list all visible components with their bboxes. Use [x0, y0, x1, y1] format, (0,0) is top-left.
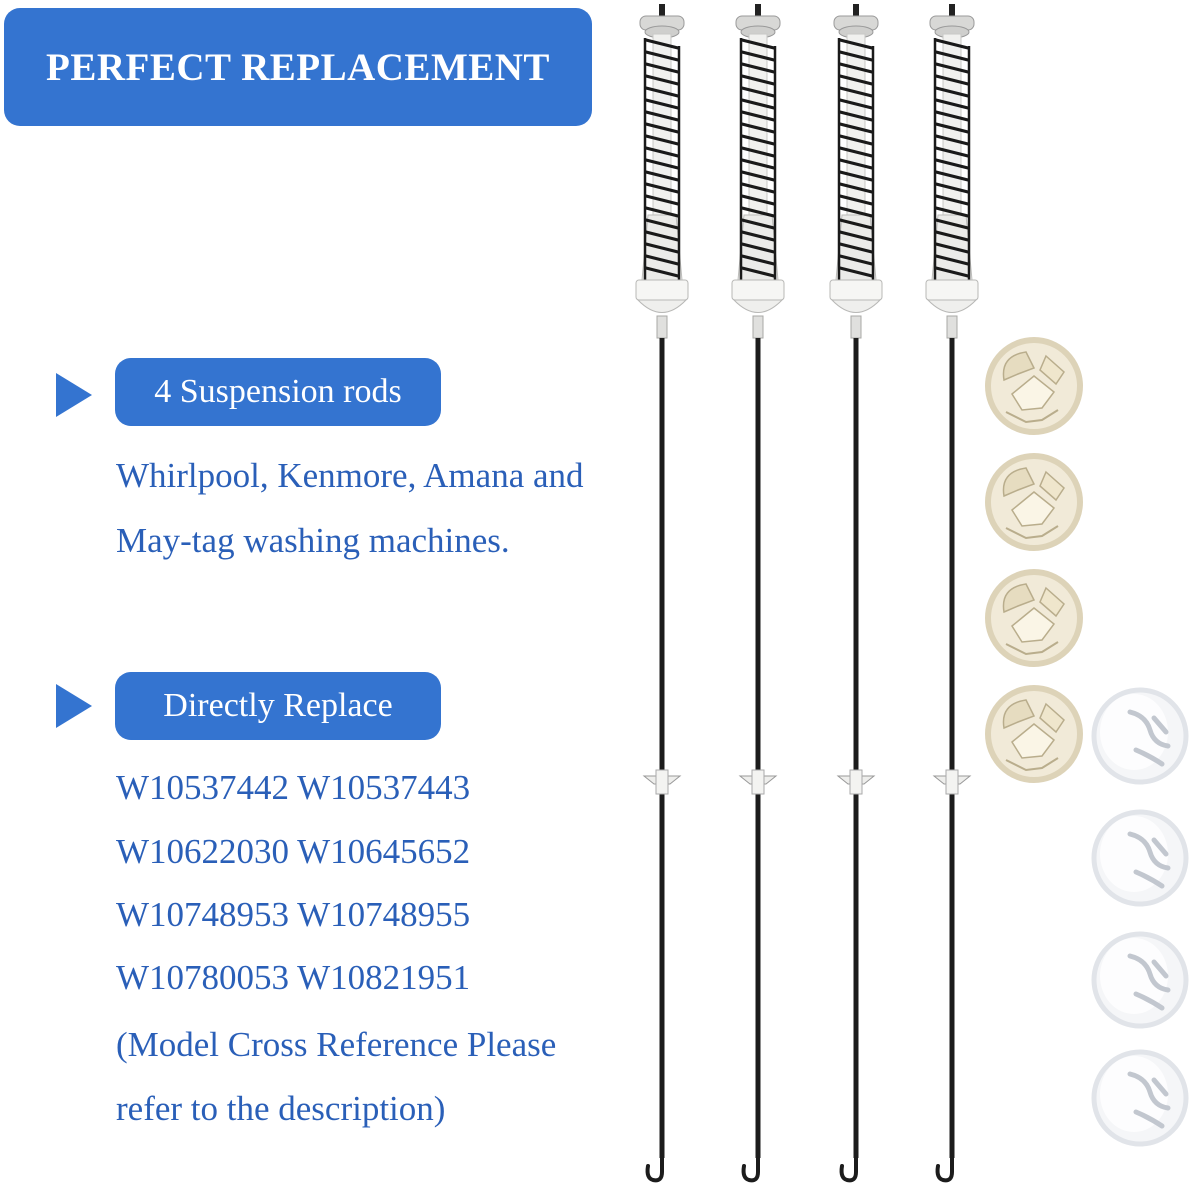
title-banner-label: PERFECT REPLACEMENT — [46, 45, 550, 89]
product-illustration — [634, 2, 1200, 1183]
suspension-rod-icon — [828, 2, 884, 1183]
part-numbers-line-1: W10537442 W10537443 — [116, 768, 471, 807]
damper-icon — [988, 688, 1080, 780]
suspension-rods-badge-label: 4 Suspension rods — [154, 373, 402, 410]
compatibility-line-2: May-tag washing machines. — [116, 521, 510, 560]
directly-replace-badge: Directly Replace — [115, 672, 441, 740]
cap-icon — [1094, 690, 1186, 782]
compatibility-line-1: Whirlpool, Kenmore, Amana and — [116, 456, 584, 495]
cap-icon — [1094, 934, 1186, 1026]
part-numbers-line-3: W10748953 W10748955 — [116, 895, 471, 934]
suspension-rod-icon — [634, 2, 690, 1183]
play-arrow-icon — [56, 684, 92, 728]
damper-icon — [988, 456, 1080, 548]
suspension-rods-badge: 4 Suspension rods — [115, 358, 441, 426]
damper-icon — [988, 572, 1080, 664]
cross-reference-line-2: refer to the description) — [116, 1089, 446, 1128]
directly-replace-badge-label: Directly Replace — [163, 687, 393, 724]
cross-reference-line-1: (Model Cross Reference Please — [116, 1025, 557, 1064]
suspension-rod-icon — [924, 2, 980, 1183]
play-arrow-icon — [56, 373, 92, 417]
part-numbers-line-2: W10622030 W10645652 — [116, 832, 471, 871]
title-banner: PERFECT REPLACEMENT — [4, 8, 592, 126]
cap-icon — [1094, 1052, 1186, 1144]
cap-icon — [1094, 812, 1186, 904]
suspension-rod-icon — [730, 2, 786, 1183]
part-numbers-line-4: W10780053 W10821951 — [116, 958, 471, 997]
damper-icon — [988, 340, 1080, 432]
